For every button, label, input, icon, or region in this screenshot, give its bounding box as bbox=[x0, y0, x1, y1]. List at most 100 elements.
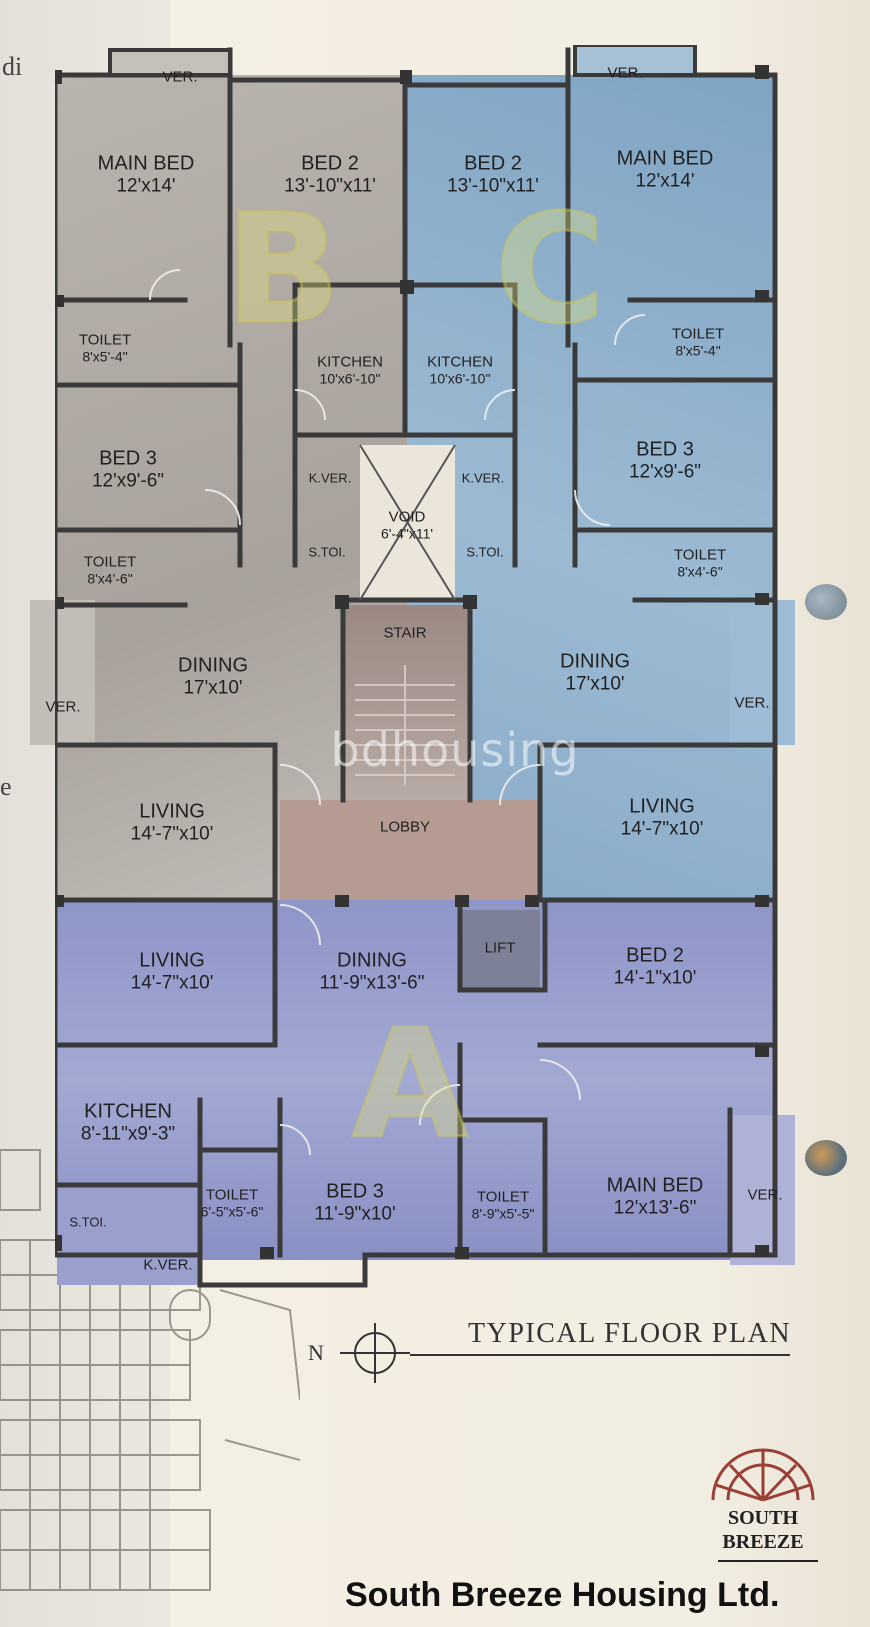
company-name: South Breeze Housing Ltd. bbox=[345, 1576, 780, 1614]
room-name: TOILET bbox=[205, 1186, 259, 1204]
room-dim: 8'x4'-6" bbox=[87, 570, 133, 587]
room-name: TOILET bbox=[78, 331, 132, 349]
room-dim: 10'x6'-10" bbox=[319, 370, 381, 387]
b-top-verandah: VER. bbox=[162, 68, 197, 85]
room-name: K.VER. bbox=[143, 1256, 193, 1274]
room-name: DINING bbox=[178, 654, 248, 677]
edge-text-mid: e bbox=[0, 772, 12, 801]
room-dim: 14'-7"x10' bbox=[130, 823, 214, 845]
room-name: VER. bbox=[45, 698, 81, 716]
lobby: LOBBY bbox=[380, 818, 430, 835]
room-dim: 8'x4'-6" bbox=[677, 563, 723, 580]
room-dim: 6'-4"x11' bbox=[380, 525, 434, 542]
room-name: VER. bbox=[607, 64, 643, 82]
plan-title: TYPICAL FLOOR PLAN bbox=[468, 1318, 792, 1349]
room-name: LIVING bbox=[139, 949, 205, 972]
room-name: S.TOI. bbox=[308, 544, 346, 560]
room-name: MAIN BED bbox=[97, 152, 195, 175]
room-dim: 13'-10"x11' bbox=[447, 175, 539, 197]
room-name: VER. bbox=[734, 694, 770, 712]
room-name: DINING bbox=[560, 650, 630, 673]
room-name: VER. bbox=[162, 68, 198, 86]
room-name: KITCHEN bbox=[427, 353, 493, 371]
room-dim: 12'x14' bbox=[635, 170, 695, 192]
room-name: STAIR bbox=[383, 624, 427, 642]
b-servant-toilet: S.TOI. bbox=[308, 544, 346, 561]
c-servant-toilet: S.TOI. bbox=[466, 544, 504, 561]
logo-line-1: SOUTH bbox=[727, 1507, 799, 1529]
room-name: TOILET bbox=[671, 325, 725, 343]
b-kitchen-verandah: K.VER. bbox=[308, 470, 352, 487]
room-name: BED 3 bbox=[636, 438, 694, 461]
room-dim: 12'x14' bbox=[116, 175, 176, 197]
lobby-zone bbox=[280, 800, 538, 900]
room-dim: 11'-9"x10' bbox=[314, 1203, 396, 1225]
room-dim: 12'x9'-6" bbox=[628, 461, 702, 483]
room-dim: 13'-10"x11' bbox=[284, 175, 376, 197]
sun-logo-icon bbox=[711, 1448, 815, 1502]
stair: STAIR bbox=[383, 624, 426, 641]
watermark: bdhousing bbox=[330, 723, 580, 777]
room-name: LOBBY bbox=[379, 818, 431, 836]
room-name: KITCHEN bbox=[317, 353, 383, 371]
a-kitchen-verandah: K.VER. bbox=[143, 1256, 192, 1273]
room-dim: 8'-11"x9'-3" bbox=[80, 1123, 176, 1145]
north-arrow-icon bbox=[340, 1323, 410, 1383]
room-dim: 6'-5"x5'-6" bbox=[200, 1203, 264, 1220]
title-underline bbox=[410, 1354, 790, 1356]
c-side-verandah-label: VER. bbox=[734, 694, 769, 711]
room-name: BED 3 bbox=[326, 1180, 384, 1203]
room-name: BED 2 bbox=[626, 944, 684, 967]
lift: LIFT bbox=[485, 939, 516, 956]
room-dim: 14'-1"x10' bbox=[613, 967, 697, 989]
room-dim: 8'-9"x5'-5" bbox=[471, 1205, 535, 1222]
pin-bottom bbox=[805, 1140, 847, 1176]
room-name: MAIN BED bbox=[616, 147, 714, 170]
room-dim: 10'x6'-10" bbox=[429, 370, 491, 387]
room-name: S.TOI. bbox=[69, 1214, 107, 1230]
room-name: S.TOI. bbox=[466, 544, 504, 560]
c-side-verandah bbox=[730, 600, 795, 745]
room-dim: 8'x5'-4" bbox=[675, 342, 721, 359]
logo-underline bbox=[718, 1560, 818, 1562]
room-name: TOILET bbox=[476, 1188, 530, 1206]
a-verandah: VER. bbox=[747, 1186, 782, 1203]
a-servant-toilet: S.TOI. bbox=[69, 1214, 107, 1231]
c-kitchen-verandah: K.VER. bbox=[461, 470, 505, 487]
room-dim: 17'x10' bbox=[565, 673, 625, 695]
b-side-verandah-label: VER. bbox=[45, 698, 80, 715]
pin-top bbox=[805, 584, 847, 620]
room-dim: 14'-7"x10' bbox=[620, 818, 704, 840]
logo-line-2: BREEZE bbox=[722, 1531, 804, 1553]
room-dim: 11'-9"x13'-6" bbox=[319, 972, 425, 994]
room-name: VOID bbox=[388, 508, 426, 526]
room-name: LIVING bbox=[629, 795, 695, 818]
room-name: K.VER. bbox=[461, 470, 505, 486]
a-verandah-zone bbox=[730, 1115, 795, 1265]
room-name: K.VER. bbox=[308, 470, 352, 486]
